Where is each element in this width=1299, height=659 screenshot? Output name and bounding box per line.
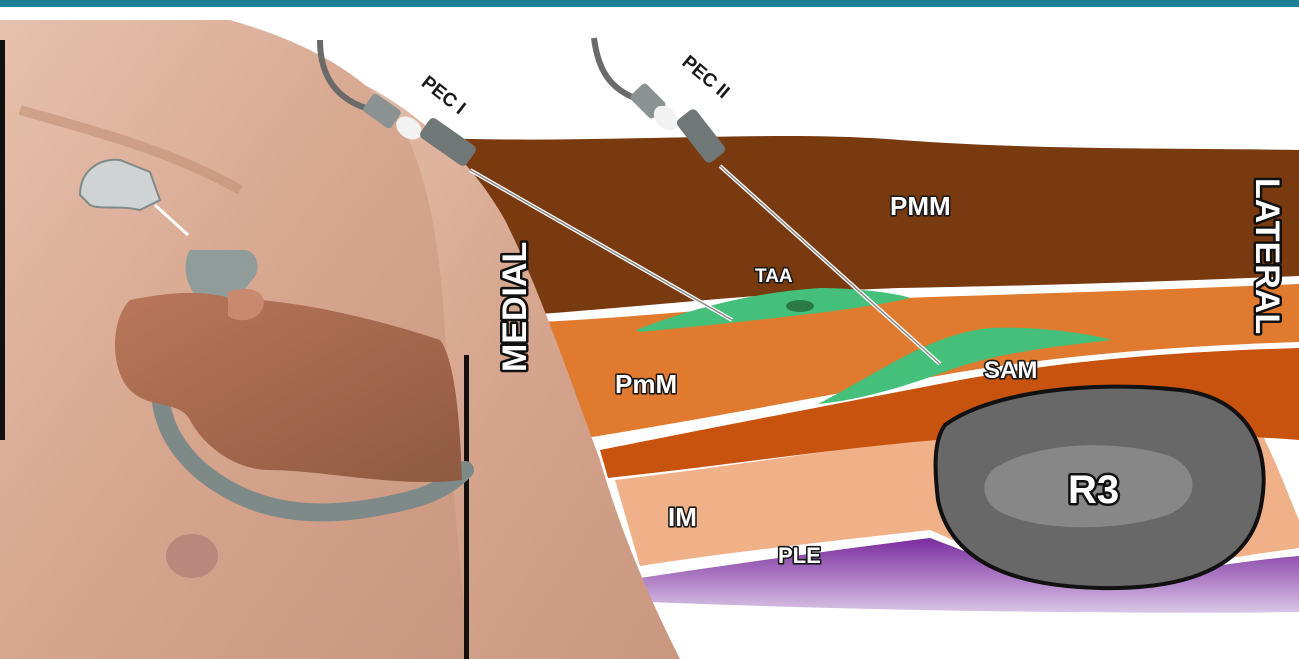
label-sam: SAM bbox=[984, 357, 1037, 384]
label-lateral: LATERAL bbox=[1248, 178, 1286, 334]
monitor-edge bbox=[464, 355, 469, 659]
label-r3: R3 bbox=[1068, 468, 1119, 512]
label-im: IM bbox=[668, 502, 697, 532]
label-pec2: PEC II bbox=[678, 52, 734, 103]
label-medial: MEDIAL bbox=[496, 242, 534, 372]
left-edge bbox=[0, 40, 5, 440]
label-ple: PLE bbox=[778, 543, 821, 568]
label-pmm: PMM bbox=[890, 191, 951, 221]
label-taa: TAA bbox=[755, 266, 793, 287]
artery-lumen bbox=[786, 300, 814, 312]
nipple bbox=[166, 534, 218, 578]
label-pec1: PEC I bbox=[417, 72, 469, 119]
label-pmm-minor: PmM bbox=[615, 369, 677, 399]
